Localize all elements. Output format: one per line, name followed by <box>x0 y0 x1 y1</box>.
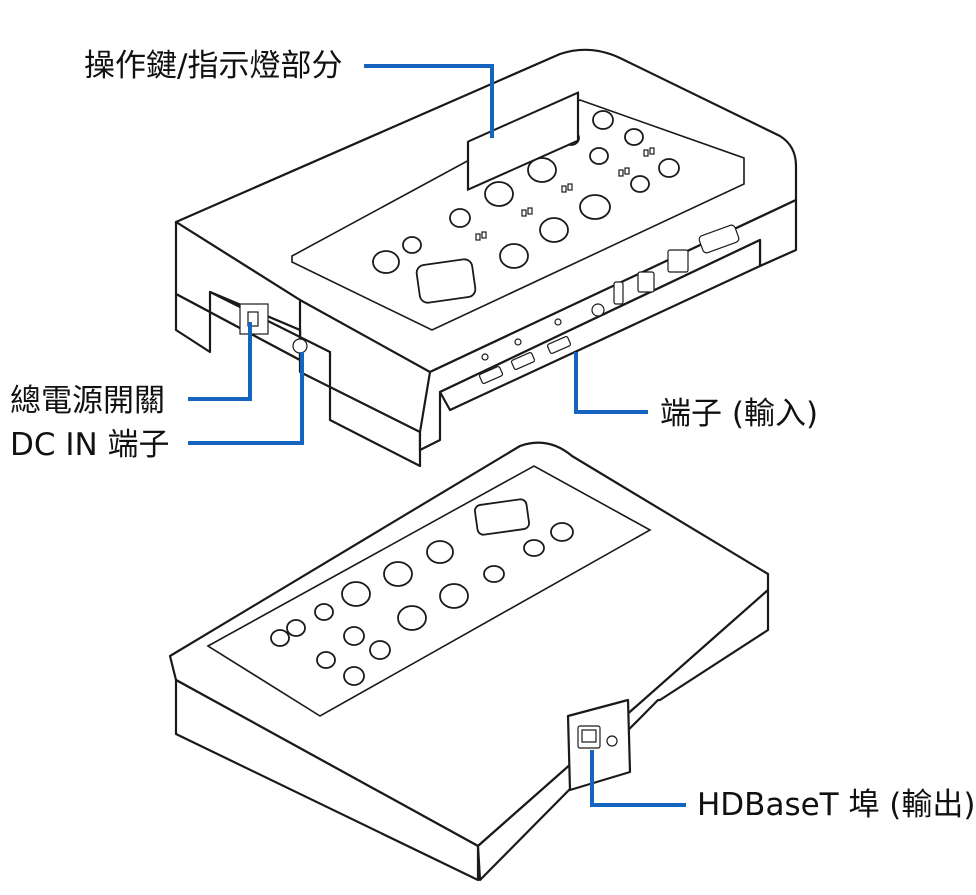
callout-operation-panel: 操作鍵/指示燈部分 <box>84 48 343 84</box>
dc-in-jack <box>292 338 308 354</box>
callout-hdbaset-port: HDBaseT 埠 (輸出) <box>697 787 976 823</box>
bottom-control-panel <box>206 465 652 717</box>
main-square-button <box>415 258 477 304</box>
leader-input-ports <box>574 352 648 414</box>
leader-power-switch <box>188 322 252 401</box>
callout-input-ports: 端子 (輸入) <box>660 396 819 432</box>
device-top-rear-view <box>174 48 798 468</box>
device-bottom-front-view <box>168 441 770 882</box>
leader-lines <box>188 64 686 807</box>
leader-operation-panel <box>364 64 494 138</box>
bottom-panel-buttons <box>270 522 574 686</box>
top-control-panel <box>291 99 745 331</box>
callout-dc-in-port: DC IN 端子 <box>10 427 170 463</box>
rear-input-ports <box>466 91 740 385</box>
leader-dc-in <box>188 352 304 445</box>
bottom-square-button <box>474 498 530 536</box>
panel-leds <box>475 147 655 241</box>
panel-buttons <box>372 110 680 274</box>
callout-main-power-switch: 總電源開關 <box>10 383 165 419</box>
leader-hdbaset <box>590 750 686 807</box>
